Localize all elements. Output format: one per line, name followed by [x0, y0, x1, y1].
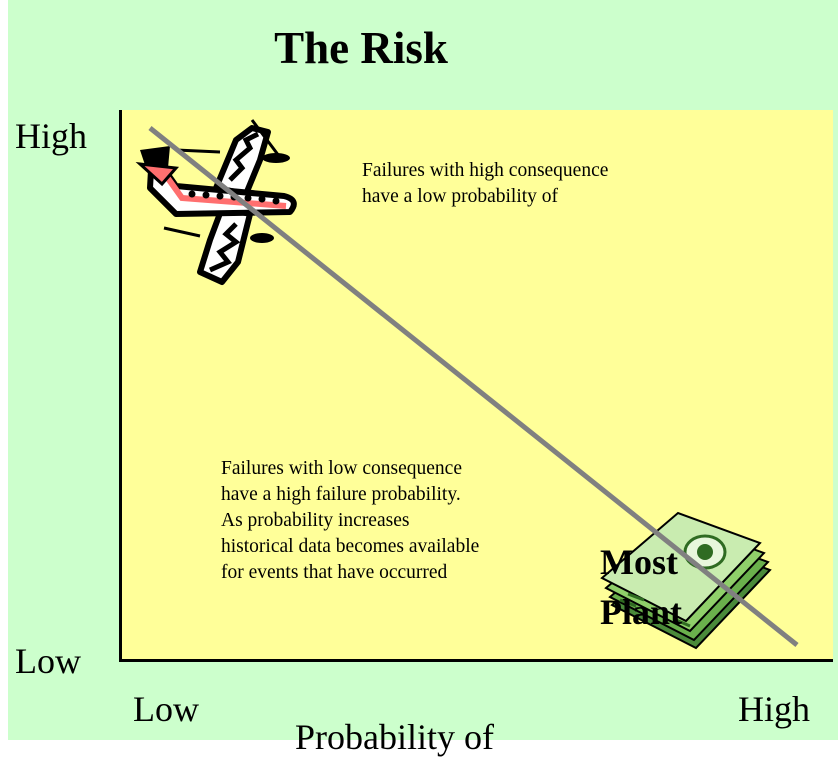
note-line: have a low probability of [362, 186, 559, 207]
most-plant-line: Plant [600, 592, 683, 632]
note-line: Failures with low consequence [221, 458, 462, 479]
note-line: historical data becomes available [221, 536, 480, 557]
most-plant-label: Most Plant [600, 537, 730, 637]
note-line: As probability increases [221, 510, 410, 531]
y-axis-high-label: High [15, 116, 87, 156]
most-plant-line: Most [600, 542, 678, 582]
x-axis-low-label: Low [133, 689, 199, 729]
note-line: for events that have occurred [221, 562, 448, 583]
low-consequence-note: Failures with low consequence have a hig… [221, 456, 551, 590]
x-axis-title: Probability of [295, 717, 494, 757]
x-axis-high-label: High [738, 689, 810, 729]
note-line: Failures with high consequence [362, 160, 609, 181]
high-consequence-note: Failures with high consequence have a lo… [362, 158, 692, 210]
page-title: The Risk [274, 23, 448, 73]
y-axis-low-label: Low [15, 641, 81, 681]
note-line: have a high failure probability. [221, 484, 461, 505]
